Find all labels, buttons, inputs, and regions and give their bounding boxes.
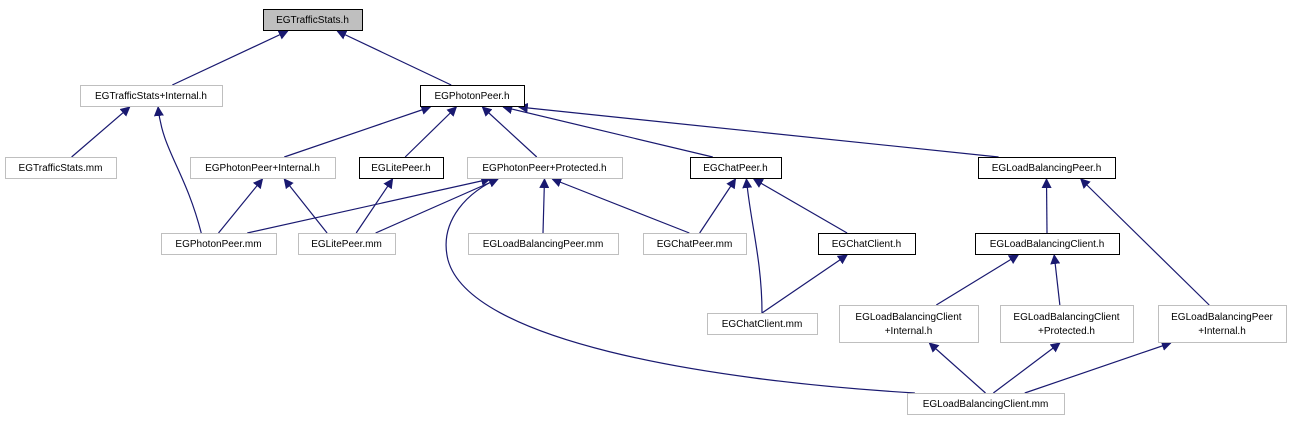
node-box: [80, 85, 223, 107]
node-chat-peer-h[interactable]: EGChatPeer.h: [690, 157, 782, 179]
node-label: EGPhotonPeer.mm: [175, 239, 261, 250]
node-box: [420, 85, 525, 107]
edge-lite-peer-mm-to-photon-peer-internal-h: [283, 178, 328, 234]
node-label: EGChatClient.mm: [722, 319, 803, 330]
edge-chat-peer-mm-to-chat-peer-h: [699, 178, 737, 234]
nodes-layer: EGTrafficStats.hEGTrafficStats+Internal.…: [5, 9, 1287, 415]
edge-load-balancing-client-protected-h-to-load-balancing-client-h: [1050, 254, 1061, 306]
node-label: EGTrafficStats+Internal.h: [95, 91, 207, 102]
node-box: [643, 233, 747, 255]
edge-chat-peer-h-to-photon-peer-h: [502, 104, 713, 158]
edge-photon-peer-internal-h-to-photon-peer-h: [284, 105, 432, 158]
edge-load-balancing-client-mm-to-load-balancing-client-protected-h: [992, 342, 1061, 394]
node-load-balancing-client-protected-h[interactable]: EGLoadBalancingClient +Protected.h: [1000, 305, 1134, 343]
node-box: [839, 305, 979, 343]
edge-load-balancing-peer-mm-to-photon-peer-protected-h: [539, 178, 550, 234]
node-lite-peer-h[interactable]: EGLitePeer.h: [359, 157, 444, 179]
edge-load-balancing-peer-internal-h-to-load-balancing-peer-h: [1080, 178, 1210, 306]
node-label: EGLoadBalancingPeer.h: [992, 163, 1102, 174]
node-label: EGChatPeer.mm: [657, 239, 733, 250]
node-label: EGTrafficStats.mm: [19, 163, 103, 174]
node-load-balancing-client-h[interactable]: EGLoadBalancingClient.h: [975, 233, 1120, 255]
node-label: +Protected.h: [1038, 326, 1095, 337]
node-traffic-stats-mm[interactable]: EGTrafficStats.mm: [5, 157, 117, 179]
edge-lite-peer-h-to-photon-peer-h: [404, 106, 458, 158]
node-load-balancing-client-internal-h[interactable]: EGLoadBalancingClient +Internal.h: [839, 305, 979, 343]
node-label: EGLoadBalancingClient: [1013, 312, 1119, 323]
node-box: [978, 157, 1116, 179]
edge-photon-peer-protected-h-to-photon-peer-h: [481, 106, 538, 158]
node-label: EGTrafficStats.h: [276, 15, 349, 26]
node-load-balancing-peer-mm[interactable]: EGLoadBalancingPeer.mm: [468, 233, 619, 255]
node-box: [690, 157, 782, 179]
edge-photon-peer-mm-to-photon-peer-protected-h: [247, 176, 492, 234]
edge-load-balancing-client-internal-h-to-load-balancing-client-h: [935, 254, 1020, 306]
node-traffic-stats-h: EGTrafficStats.h: [263, 9, 363, 31]
node-box: [298, 233, 396, 255]
edge-load-balancing-client-mm-to-load-balancing-client-internal-h: [928, 342, 986, 394]
node-label: EGLoadBalancingClient.h: [990, 239, 1105, 250]
node-label: +Internal.h: [1198, 326, 1246, 337]
edge-chat-client-mm-to-chat-client-h: [761, 254, 848, 314]
node-label: EGLitePeer.mm: [311, 239, 382, 250]
edge-photon-peer-mm-to-photon-peer-internal-h: [218, 178, 264, 234]
node-box: [975, 233, 1120, 255]
node-label: EGLoadBalancingPeer.mm: [483, 239, 604, 250]
node-load-balancing-client-mm[interactable]: EGLoadBalancingClient.mm: [907, 393, 1065, 415]
node-box: [1158, 305, 1287, 343]
node-box: [263, 9, 363, 31]
node-box: [359, 157, 444, 179]
node-photon-peer-internal-h[interactable]: EGPhotonPeer+Internal.h: [190, 157, 336, 179]
node-label: EGLoadBalancingClient: [855, 312, 961, 323]
edge-chat-client-mm-to-chat-peer-h: [742, 178, 763, 314]
node-label: EGChatPeer.h: [703, 163, 767, 174]
node-lite-peer-mm[interactable]: EGLitePeer.mm: [298, 233, 396, 255]
node-box: [5, 157, 117, 179]
edge-chat-peer-mm-to-photon-peer-protected-h: [551, 177, 690, 234]
node-label: EGLoadBalancingClient.mm: [923, 399, 1049, 410]
edge-load-balancing-client-mm-to-load-balancing-peer-internal-h: [1024, 341, 1172, 394]
node-photon-peer-h[interactable]: EGPhotonPeer.h: [420, 85, 525, 107]
node-photon-peer-mm[interactable]: EGPhotonPeer.mm: [161, 233, 277, 255]
node-label: EGLoadBalancingPeer: [1171, 312, 1273, 323]
node-box: [161, 233, 277, 255]
node-box: [190, 157, 336, 179]
node-label: EGChatClient.h: [832, 239, 901, 250]
node-box: [907, 393, 1065, 415]
node-box: [468, 233, 619, 255]
edge-photon-peer-h-to-traffic-stats-h: [336, 30, 452, 86]
edge-load-balancing-client-h-to-load-balancing-peer-h: [1041, 178, 1052, 234]
edges-layer: [71, 30, 1210, 394]
edge-load-balancing-peer-h-to-photon-peer-h: [517, 102, 999, 158]
edge-photon-peer-mm-to-traffic-stats-internal-h: [153, 106, 202, 234]
node-box: [818, 233, 916, 255]
node-traffic-stats-internal-h[interactable]: EGTrafficStats+Internal.h: [80, 85, 223, 107]
node-chat-client-mm[interactable]: EGChatClient.mm: [707, 313, 818, 335]
node-load-balancing-peer-internal-h[interactable]: EGLoadBalancingPeer +Internal.h: [1158, 305, 1287, 343]
node-label: +Internal.h: [885, 326, 933, 337]
node-label: EGPhotonPeer+Internal.h: [205, 163, 320, 174]
edge-traffic-stats-mm-to-traffic-stats-internal-h: [71, 106, 131, 158]
edge-lite-peer-mm-to-lite-peer-h: [355, 178, 394, 234]
node-label: EGPhotonPeer+Protected.h: [482, 163, 606, 174]
node-load-balancing-peer-h[interactable]: EGLoadBalancingPeer.h: [978, 157, 1116, 179]
node-box: [467, 157, 623, 179]
node-label: EGLitePeer.h: [371, 163, 430, 174]
node-box: [707, 313, 818, 335]
node-box: [1000, 305, 1134, 343]
node-photon-peer-protected-h[interactable]: EGPhotonPeer+Protected.h: [467, 157, 623, 179]
edge-traffic-stats-internal-h-to-traffic-stats-h: [172, 30, 289, 86]
edge-load-balancing-client-mm-to-photon-peer-protected-h: [445, 177, 915, 394]
node-label: EGPhotonPeer.h: [434, 91, 509, 102]
edge-lite-peer-mm-to-photon-peer-protected-h: [375, 178, 499, 234]
node-chat-client-h[interactable]: EGChatClient.h: [818, 233, 916, 255]
edge-chat-client-h-to-chat-peer-h: [752, 178, 848, 234]
node-chat-peer-mm[interactable]: EGChatPeer.mm: [643, 233, 747, 255]
